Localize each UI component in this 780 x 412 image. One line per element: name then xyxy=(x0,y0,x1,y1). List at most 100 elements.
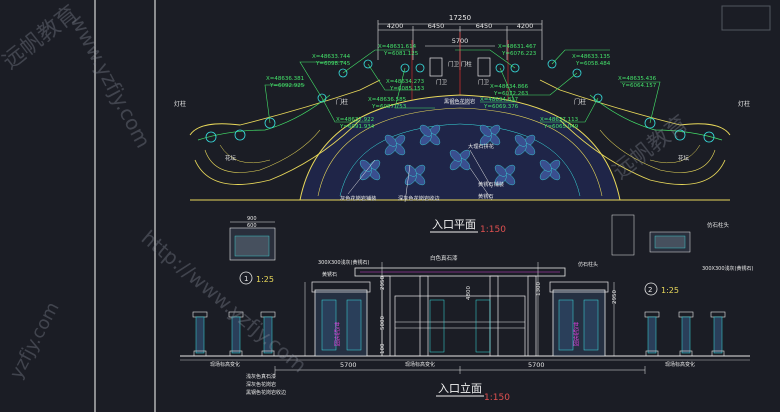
note-a: 黑钢色花岗岩 xyxy=(444,97,475,105)
coord-7-x: X=48634.866 xyxy=(490,84,529,90)
plaque-left: 世纪花园 xyxy=(333,321,340,347)
watermark-url-2: http://www.yzfjy.com xyxy=(137,225,312,377)
detail-2-scale: 1:25 xyxy=(661,286,679,295)
coord-8-y: Y=6064.157 xyxy=(621,83,657,89)
lamp-column xyxy=(192,311,208,357)
lamp-column xyxy=(644,311,660,357)
label-center-top: 门卫 门柱 xyxy=(448,60,472,68)
coord-5-y: Y=6092.925 xyxy=(269,83,305,89)
coord-10-y: Y=6069.376 xyxy=(483,104,519,110)
lamp-column xyxy=(710,311,726,357)
elev-ground-mid: 现场标高变化 xyxy=(405,361,435,368)
plan-scale: 1:150 xyxy=(480,225,506,235)
coord-11-y: Y=6091.934 xyxy=(339,124,375,130)
lamp-column xyxy=(228,311,244,357)
paving-flower xyxy=(514,134,536,156)
watermark-url-3: yzfjy.com xyxy=(6,299,64,383)
coordinate-leaders xyxy=(264,49,661,124)
paving-flower xyxy=(384,134,406,156)
detail-1-dim-1: 900 xyxy=(247,216,257,222)
label-flower-right: 花坛 xyxy=(678,154,690,162)
coord-3-x: X=48631.467 xyxy=(498,44,537,50)
label-pillar-left: 门柱 xyxy=(336,98,348,106)
detail-right: 仿石柱头 300X300浅灰(黄锈石) 2 1:25 xyxy=(611,214,753,296)
paving-flower xyxy=(359,159,381,181)
paving-flower xyxy=(539,159,561,181)
detail-2-callout xyxy=(644,282,658,296)
right-bed-2 xyxy=(649,144,701,164)
elev-note-5: 深灰色花岗岩 xyxy=(246,381,276,388)
plan-pillars xyxy=(205,59,715,143)
coord-1-x: X=48633.744 xyxy=(312,54,351,60)
left-bed-1 xyxy=(204,129,321,173)
detail-left: 900 600 1 1:25 xyxy=(229,216,276,285)
note-c: 灰色花岗岩铺装 xyxy=(340,194,376,202)
coord-1-y: Y=6098.745 xyxy=(315,61,351,67)
elev-dim-left-1: 2950 xyxy=(380,276,386,290)
elev-note-4: 浅灰色真石漆 xyxy=(246,373,276,380)
note-b: 大理石拼花 xyxy=(468,142,494,150)
gatehouse-left xyxy=(429,57,443,77)
right-wing-outer xyxy=(539,79,731,136)
elevation-title: 入口立面 xyxy=(438,381,482,395)
paving-flower xyxy=(479,124,501,146)
dim-1: 4200 xyxy=(387,22,404,30)
plaque-right: 世纪花园 xyxy=(572,321,579,347)
paving-flower xyxy=(419,124,441,146)
detail-1-callout xyxy=(239,271,253,285)
logo-box xyxy=(721,5,771,31)
detail-1-dim-2: 600 xyxy=(247,223,257,229)
elev-note-6: 黑钢色花岗岩收边 xyxy=(246,389,286,396)
plan-title: 入口平面 xyxy=(432,218,476,231)
gatehouse-right xyxy=(477,57,491,77)
coordinate-labels: X=48633.744 Y=6098.745 X=48631.614 Y=608… xyxy=(266,44,657,130)
dim-total: 17250 xyxy=(449,14,471,22)
detail-1-scale: 1:25 xyxy=(256,275,274,284)
coord-10-x: X=48634.817 xyxy=(480,97,519,103)
elev-ground-left: 现场标高变化 xyxy=(210,361,240,368)
plaza-inner-ring-2 xyxy=(339,123,581,197)
pergola-posts xyxy=(381,275,537,357)
coord-12-x: X=48637.113 xyxy=(540,117,579,123)
lamp-column xyxy=(260,311,276,357)
left-bed-green xyxy=(197,94,331,141)
watermark-url-1: www.yzfjy.com xyxy=(66,11,156,152)
elev-ground-right: 现场标高变化 xyxy=(665,361,695,368)
coord-2-y: Y=6081.125 xyxy=(383,51,419,57)
dim-3: 6450 xyxy=(476,22,493,30)
elev-dim-bottom-2: 5700 xyxy=(528,361,545,369)
label-pillar-right: 门柱 xyxy=(574,98,586,106)
elevation-dim-lines xyxy=(274,262,646,374)
elev-dim-right-1: 4800 xyxy=(466,286,472,300)
label-lamp-right: 灯柱 xyxy=(738,100,750,108)
note-f: 黄锈石 xyxy=(478,192,494,200)
coord-7-y: Y=6072.263 xyxy=(493,91,529,97)
detail-2-callout-num: 2 xyxy=(648,286,652,294)
plan-view: 17250 4200 6450 6450 4200 5700 xyxy=(174,14,750,235)
left-bed-2 xyxy=(219,144,271,164)
coord-12-y: Y=6065.049 xyxy=(543,124,579,130)
coord-4-y: Y=6058.484 xyxy=(575,61,611,67)
elev-dim-right-2: 1300 xyxy=(536,282,542,296)
lamp-columns xyxy=(192,311,726,357)
label-gate-right: 门卫 xyxy=(478,78,490,86)
right-wing-inner xyxy=(559,119,726,185)
elevation-scale: 1:150 xyxy=(484,393,510,403)
coord-3-y: Y=6076.223 xyxy=(501,51,537,57)
coord-8-x: X=48635.436 xyxy=(618,76,657,82)
note-e: 黄锈石铺装 xyxy=(478,180,504,188)
elev-note-3: 仿石柱头 xyxy=(578,261,598,268)
elev-dim-left-2: 5000 xyxy=(380,316,386,330)
plan-note-leaders xyxy=(347,103,493,203)
paving-flower xyxy=(449,149,471,171)
paving-flower xyxy=(494,164,516,186)
detail-1-callout-num: 1 xyxy=(244,275,248,283)
coord-9-y: Y=6087.753 xyxy=(371,104,407,110)
elev-note-2: 黄锈石 xyxy=(322,271,337,278)
right-bed-green xyxy=(589,94,723,141)
coord-4-x: X=48633.135 xyxy=(572,54,611,60)
center-gate-frame xyxy=(394,295,526,357)
left-wing-outer xyxy=(189,79,381,136)
lamp-column xyxy=(678,311,694,357)
